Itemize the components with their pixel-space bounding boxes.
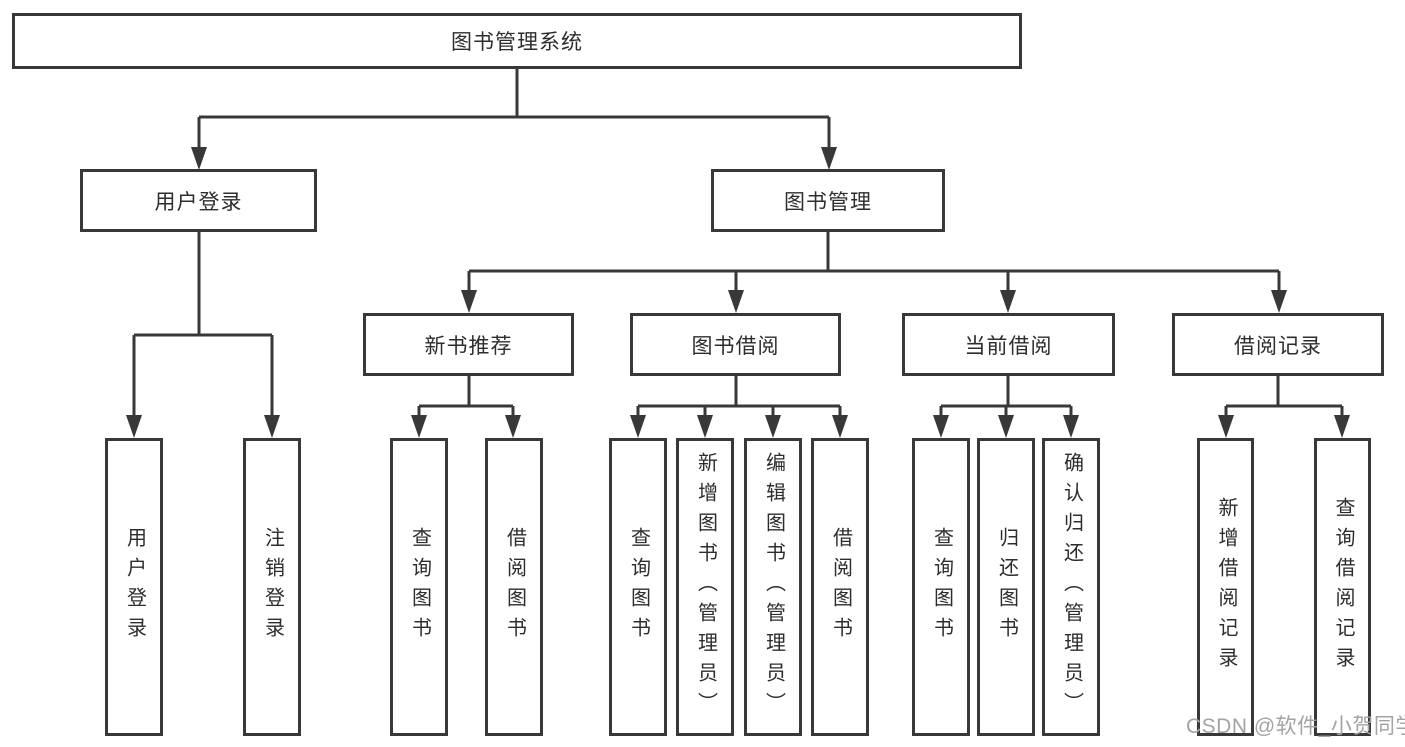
leaf-label: 查询借阅记录: [1332, 497, 1354, 677]
leaf-label: 编辑图书（管理员）: [762, 452, 785, 722]
node-user-login: 用户登录: [80, 169, 317, 232]
node-current-borrow: 当前借阅: [902, 313, 1115, 376]
node-borrow-records: 借阅记录: [1172, 313, 1384, 376]
node-new-book-recommend: 新书推荐: [363, 313, 574, 376]
leaf-logout: 注销登录: [243, 438, 301, 736]
leaf-label: 新增图书（管理员）: [694, 452, 717, 722]
leaf-query-books-recommend: 查询图书: [390, 438, 448, 736]
leaf-confirm-return-admin: 确认归还（管理员）: [1042, 438, 1100, 736]
leaf-label: 借阅图书: [503, 527, 526, 647]
leaf-borrow-books-recommend: 借阅图书: [485, 438, 543, 736]
leaf-user-login: 用户登录: [105, 438, 163, 736]
leaf-label: 新增借阅记录: [1215, 497, 1237, 677]
leaf-edit-book-admin: 编辑图书（管理员）: [744, 438, 802, 736]
leaf-label: 查询图书: [930, 527, 953, 647]
connector-paths: [132, 68, 1344, 417]
leaf-query-borrow-record: 查询借阅记录: [1314, 438, 1371, 736]
connector-arrowheads: [126, 147, 1350, 438]
leaf-query-books-current: 查询图书: [912, 438, 970, 736]
leaf-label: 确认归还（管理员）: [1060, 452, 1083, 722]
watermark: CSDN @软件_小贺同学: [1186, 715, 1405, 738]
leaf-label: 借阅图书: [829, 527, 852, 647]
leaf-label: 用户登录: [123, 527, 146, 647]
leaf-add-borrow-record: 新增借阅记录: [1197, 438, 1254, 736]
leaf-label: 注销登录: [261, 527, 284, 647]
leaf-add-book-admin: 新增图书（管理员）: [676, 438, 734, 736]
node-book-borrow: 图书借阅: [630, 313, 841, 376]
node-root-system: 图书管理系统: [12, 13, 1022, 69]
leaf-label: 归还图书: [995, 527, 1018, 647]
leaf-label: 查询图书: [627, 527, 650, 647]
node-book-management: 图书管理: [711, 169, 945, 232]
leaf-borrow-books: 借阅图书: [811, 438, 869, 736]
leaf-query-books-borrow: 查询图书: [609, 438, 667, 736]
leaf-label: 查询图书: [408, 527, 431, 647]
leaf-return-book: 归还图书: [977, 438, 1035, 736]
